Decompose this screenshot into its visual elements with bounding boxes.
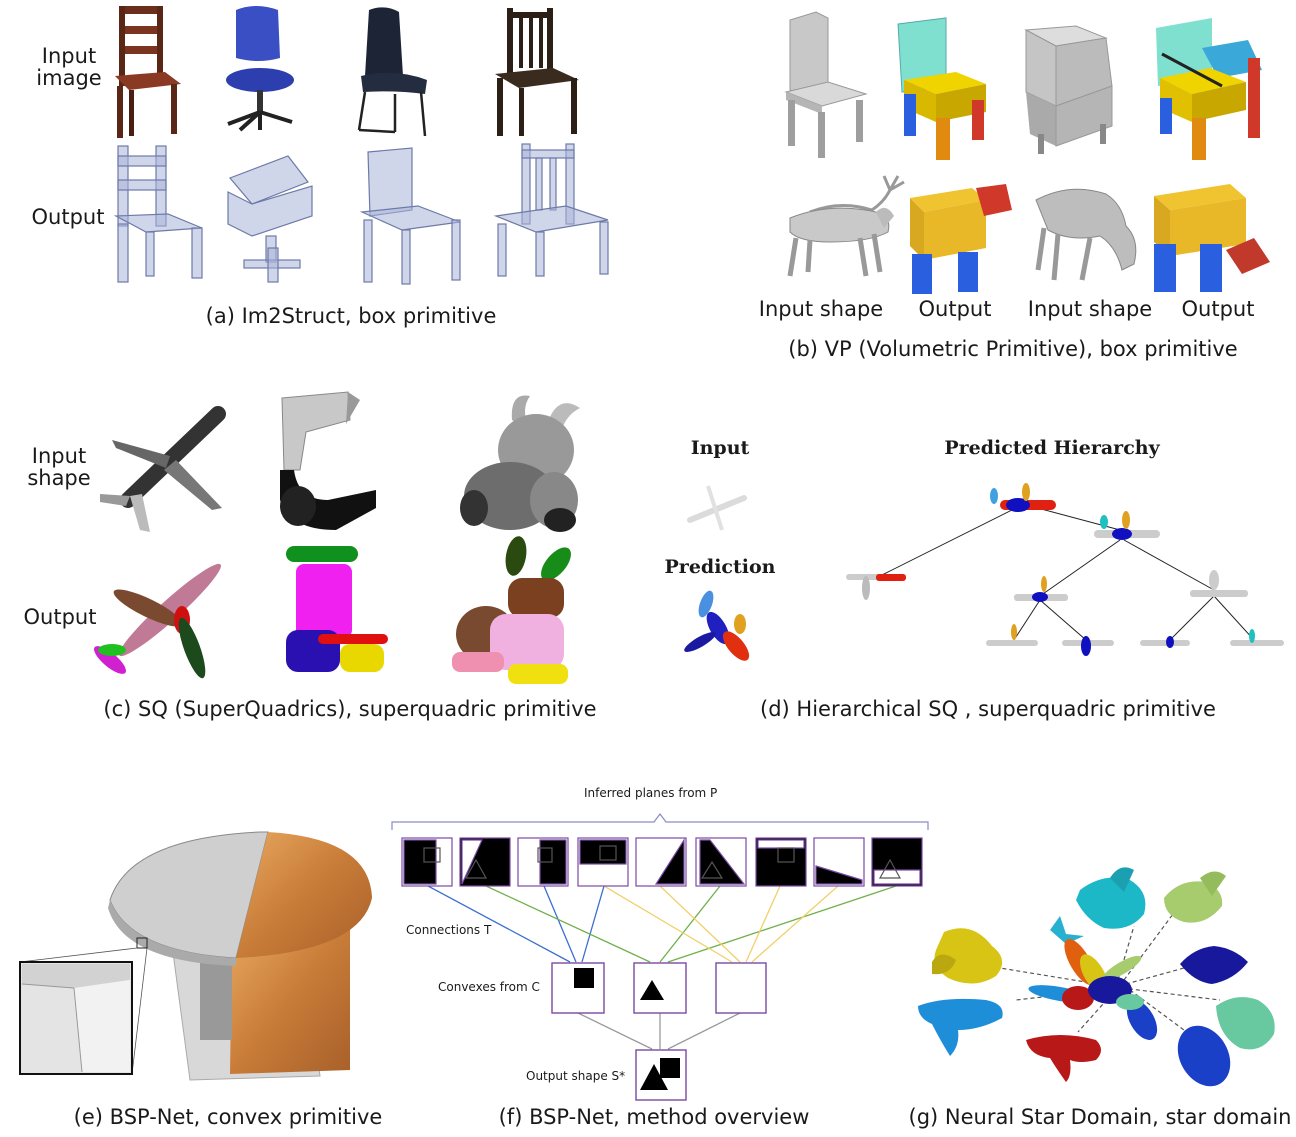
panel-a-caption: (a) Im2Struct, box primitive — [205, 304, 497, 328]
star-part-blue-left — [918, 998, 1003, 1056]
panel-e-caption: (e) BSP-Net, convex primitive — [73, 1105, 383, 1129]
panel-b-shapes — [784, 11, 1270, 294]
convex-box-triangle — [633, 962, 687, 1014]
panel-b-caption: (b) VP (Volumetric Primitive), box primi… — [788, 337, 1238, 361]
panel-f-caption: (f) BSP-Net, method overview — [498, 1105, 810, 1129]
box-chair-2 — [227, 155, 313, 283]
sq-airplane — [94, 563, 221, 679]
plane-box-3 — [517, 837, 569, 887]
box-deer — [910, 184, 1012, 294]
star-domain-center — [1028, 916, 1158, 1040]
panel-c-row-label-output: Output — [23, 605, 97, 629]
panel-a-row-label-input: Input image — [36, 44, 102, 90]
panel-c-row-label-input: Input shape — [27, 444, 91, 490]
panel-c-shapes — [94, 391, 580, 684]
hierarchy-node-mid-right — [1190, 570, 1248, 597]
star-part-yellow — [932, 928, 1003, 984]
colored-box-chair — [897, 17, 986, 160]
panel-g-star-domain — [918, 867, 1275, 1087]
plane-box-7 — [755, 837, 807, 887]
hierarchy-node-mid-left — [1014, 576, 1068, 602]
hierarchy-node-left — [846, 574, 906, 600]
box-animal — [1154, 184, 1270, 292]
panel-e-table — [19, 831, 372, 1081]
panel-f-output-label: Output shape S* — [526, 1069, 626, 1083]
fabric-chair-image — [357, 7, 427, 137]
plane-box-4 — [577, 837, 629, 887]
star-part-dark-blue — [1177, 1025, 1231, 1087]
plane-box-9 — [871, 837, 923, 887]
plane-box-1 — [401, 837, 453, 887]
panel-a-input-images — [115, 6, 579, 138]
panel-d-hierarchy — [684, 483, 1284, 661]
panel-b-column-label-2: Output — [918, 297, 992, 321]
panel-f-planes-label: Inferred planes from P — [584, 786, 718, 800]
hierarchy-leaves — [986, 624, 1284, 656]
colored-box-armchair — [1156, 18, 1262, 160]
plane-box-5 — [635, 837, 687, 887]
star-part-navy — [1180, 946, 1248, 984]
sq-chair — [286, 546, 388, 672]
panel-g-caption: (g) Neural Star Domain, star domain — [908, 1105, 1292, 1129]
deer-shape — [787, 175, 905, 277]
panel-d-caption: (d) Hierarchical SQ , superquadric primi… — [760, 697, 1216, 721]
slatted-chair-image — [495, 8, 579, 136]
airplane-shape — [100, 406, 226, 532]
panel-d-hierarchy-label: Predicted Hierarchy — [944, 437, 1160, 459]
gray-armchair-shape — [1024, 25, 1113, 154]
panel-b-column-label-3: Input shape — [1027, 297, 1153, 321]
panel-d-prediction-label: Prediction — [664, 556, 776, 578]
star-part-cyan-top — [1076, 867, 1146, 929]
panel-a-output-boxes — [113, 143, 609, 285]
panel-f-connections-label: Connections T — [406, 923, 492, 937]
input-plane-thumbnail — [687, 485, 747, 531]
panel-a-row-label-output: Output — [31, 205, 105, 229]
tall-chair-shape — [280, 391, 376, 530]
panel-c-caption: (c) SQ (SuperQuadrics), superquadric pri… — [103, 697, 597, 721]
plane-box-8 — [813, 837, 865, 887]
grazing-animal-shape — [1035, 188, 1137, 281]
panel-f-convexes-label: Convexes from C — [438, 980, 540, 994]
office-chair-image — [226, 6, 294, 132]
star-part-red — [1026, 1035, 1101, 1082]
plane-box-6 — [695, 837, 747, 887]
hierarchy-node-root — [990, 483, 1056, 512]
box-chair-4 — [493, 143, 609, 277]
star-part-mint — [1216, 997, 1275, 1050]
wooden-chair-image — [115, 6, 181, 138]
box-chair-3 — [359, 147, 461, 285]
box-chair-1 — [113, 145, 203, 283]
bunny-shape — [460, 395, 580, 532]
panel-d-input-label: Input — [690, 437, 750, 459]
gray-chair-shape — [784, 11, 868, 158]
panel-f-overview — [391, 813, 929, 1101]
convex-box-empty — [715, 962, 767, 1014]
star-part-light-green — [1164, 871, 1226, 923]
panel-b-column-label-1: Input shape — [758, 297, 884, 321]
plane-box-2 — [459, 837, 511, 887]
prediction-primitives — [684, 590, 750, 661]
hierarchy-node-right — [1094, 511, 1160, 540]
panel-b-column-label-4: Output — [1181, 297, 1255, 321]
sq-bunny — [452, 536, 571, 684]
